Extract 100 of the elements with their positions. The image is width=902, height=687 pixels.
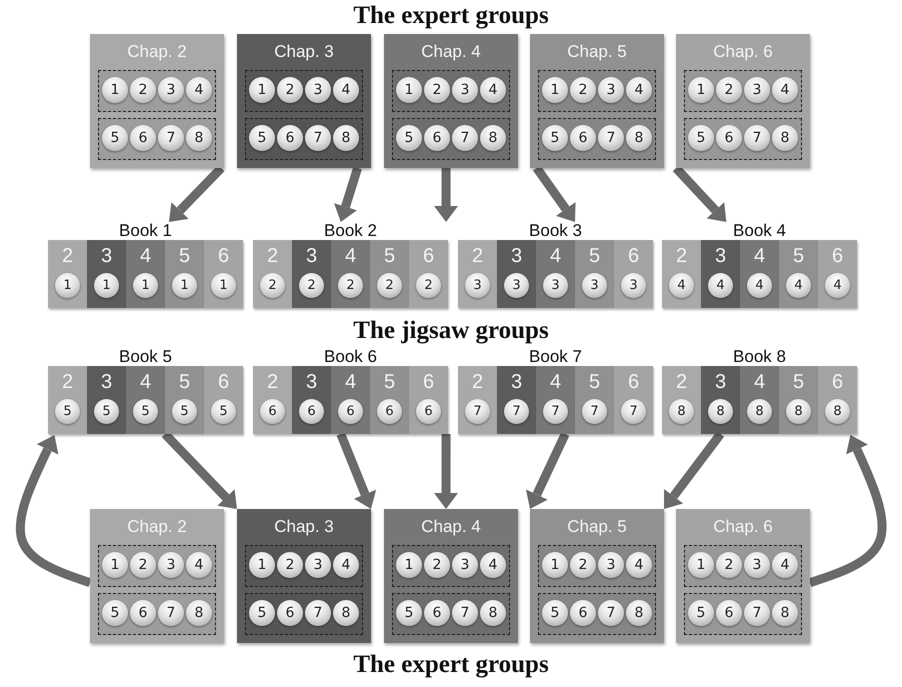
number-ball: 5 [542, 125, 568, 151]
number-ball: 8 [186, 125, 212, 151]
dashed-group-frame [98, 545, 216, 587]
number-ball: 6 [570, 125, 596, 151]
number-ball: 5 [102, 600, 128, 626]
number-ball: 3 [465, 273, 490, 298]
number-ball: 3 [744, 552, 770, 578]
number-ball: 5 [688, 125, 714, 151]
number-ball: 1 [55, 273, 80, 298]
chapter-label: Chap. 2 [126, 516, 188, 538]
chapter-number: 5 [178, 244, 192, 268]
number-ball: 5 [396, 600, 422, 626]
arrow [16, 434, 92, 587]
number-ball: 2 [277, 552, 303, 578]
number-ball: 3 [598, 552, 624, 578]
number-ball: 2 [130, 77, 156, 103]
chapter-number: 6 [830, 370, 844, 394]
chapter-column [701, 366, 740, 434]
chapter-column [165, 240, 204, 308]
chapter-column [536, 240, 575, 308]
dashed-group-frame [245, 545, 363, 587]
dashed-group-frame [98, 118, 216, 160]
number-ball: 1 [396, 552, 422, 578]
number-ball: 8 [626, 125, 652, 151]
number-ball: 6 [377, 399, 402, 424]
dashed-group-frame [392, 545, 510, 587]
number-ball: 6 [277, 600, 303, 626]
book-label: Book 6 [323, 348, 378, 366]
chapter-number: 2 [674, 370, 688, 394]
chapter-column [87, 240, 126, 308]
chapter-number: 4 [138, 370, 152, 394]
number-ball: 1 [211, 273, 236, 298]
chapter-number: 6 [216, 244, 230, 268]
chapter-label: Chap. 4 [420, 41, 482, 63]
number-ball: 7 [598, 125, 624, 151]
section-heading: The jigsaw groups [353, 317, 549, 344]
number-ball: 7 [465, 399, 490, 424]
chapter-number: 3 [100, 370, 114, 394]
chapter-number: 6 [626, 244, 640, 268]
chapter-card [384, 34, 518, 168]
number-ball: 3 [305, 77, 331, 103]
book-label: Book 3 [528, 222, 583, 240]
chapter-number: 3 [304, 370, 318, 394]
number-ball: 2 [716, 552, 742, 578]
arrow [434, 168, 458, 222]
chapter-number: 6 [422, 244, 436, 268]
number-ball: 3 [452, 552, 478, 578]
chapter-label: Chap. 5 [566, 516, 628, 538]
dashed-group-frame [684, 545, 802, 587]
number-ball: 1 [249, 77, 275, 103]
number-ball: 3 [305, 552, 331, 578]
chapter-column [48, 366, 87, 434]
number-ball: 5 [249, 125, 275, 151]
number-ball: 1 [688, 552, 714, 578]
chapter-number: 6 [830, 244, 844, 268]
chapter-number: 3 [510, 244, 524, 268]
chapter-column [87, 366, 126, 434]
chapter-column [253, 366, 292, 434]
chapter-column [370, 240, 409, 308]
chapter-column [662, 366, 701, 434]
number-ball: 2 [424, 552, 450, 578]
chapter-column [253, 240, 292, 308]
number-ball: 3 [452, 77, 478, 103]
number-ball: 7 [504, 399, 529, 424]
number-ball: 1 [542, 552, 568, 578]
chapter-number: 4 [548, 244, 562, 268]
arrow [336, 432, 376, 509]
number-ball: 3 [598, 77, 624, 103]
number-ball: 3 [621, 273, 646, 298]
number-ball: 4 [186, 77, 212, 103]
number-ball: 5 [94, 399, 119, 424]
number-ball: 2 [130, 552, 156, 578]
number-ball: 7 [305, 125, 331, 151]
number-ball: 8 [772, 600, 798, 626]
number-ball: 8 [772, 125, 798, 151]
number-ball: 1 [133, 273, 158, 298]
number-ball: 4 [747, 273, 772, 298]
number-ball: 8 [825, 399, 850, 424]
number-ball: 4 [626, 552, 652, 578]
number-ball: 6 [260, 399, 285, 424]
number-ball: 2 [299, 273, 324, 298]
number-ball: 2 [277, 77, 303, 103]
number-ball: 8 [333, 125, 359, 151]
number-ball: 5 [55, 399, 80, 424]
number-ball: 7 [452, 600, 478, 626]
chapter-number: 5 [588, 244, 602, 268]
dashed-group-frame [392, 118, 510, 160]
number-ball: 4 [480, 552, 506, 578]
chapter-label: Chap. 6 [712, 41, 774, 63]
diagram-title: The expert groups [353, 2, 549, 29]
arrow [808, 434, 887, 587]
number-ball: 2 [416, 273, 441, 298]
chapter-column [497, 366, 536, 434]
number-ball: 6 [570, 600, 596, 626]
chapter-column [409, 240, 448, 308]
number-ball: 2 [338, 273, 363, 298]
chapter-number: 4 [138, 244, 152, 268]
chapter-number: 2 [60, 244, 74, 268]
chapter-column [126, 366, 165, 434]
section-heading: The expert groups [353, 651, 549, 678]
